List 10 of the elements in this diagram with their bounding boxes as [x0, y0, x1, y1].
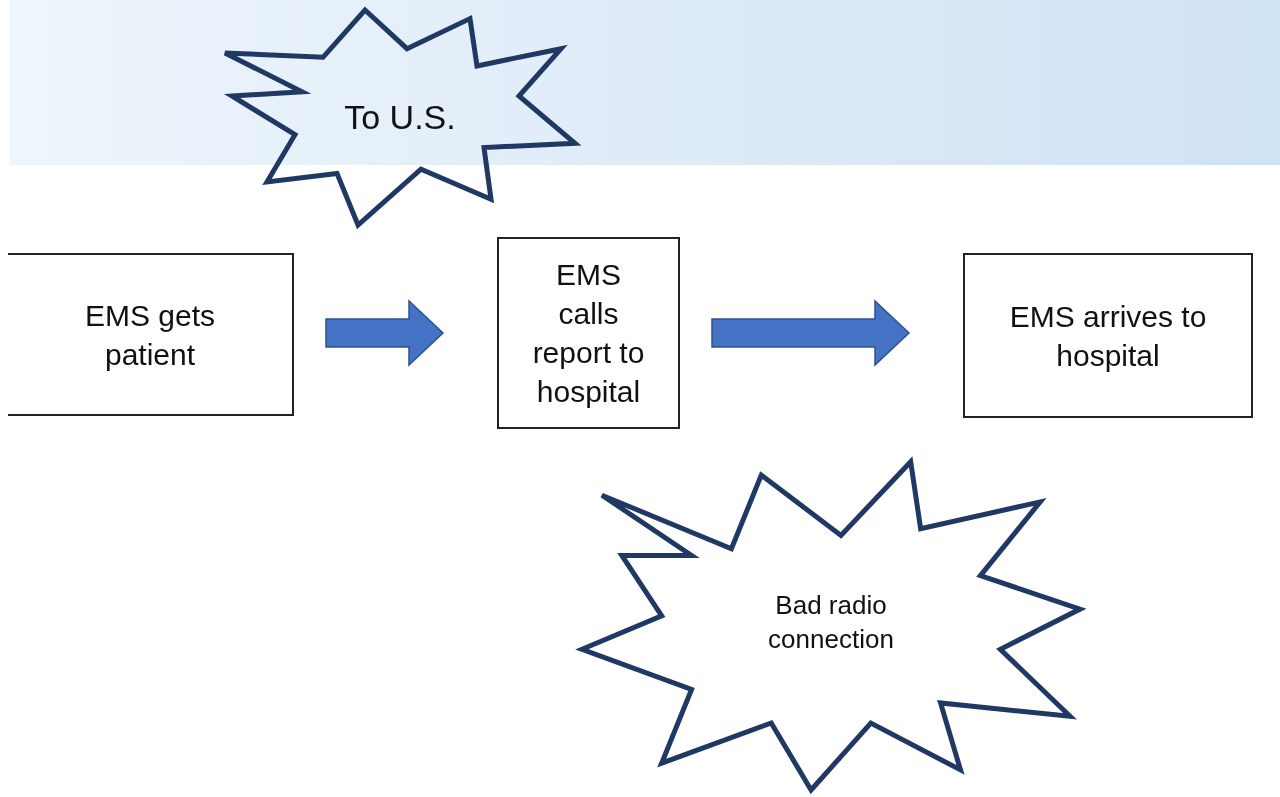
process-box [497, 237, 680, 429]
process-box [8, 253, 294, 416]
callout-text: Bad radio connection [767, 588, 895, 656]
box-label: EMS gets patient [83, 297, 217, 373]
box-label: EMS calls report to hospital [531, 257, 646, 410]
block-arrow [711, 299, 911, 367]
callout-text: To U.S. [344, 97, 456, 139]
process-box [963, 253, 1253, 418]
box-label: EMS arrives to hospital [1008, 298, 1208, 374]
block-arrow [325, 299, 445, 367]
